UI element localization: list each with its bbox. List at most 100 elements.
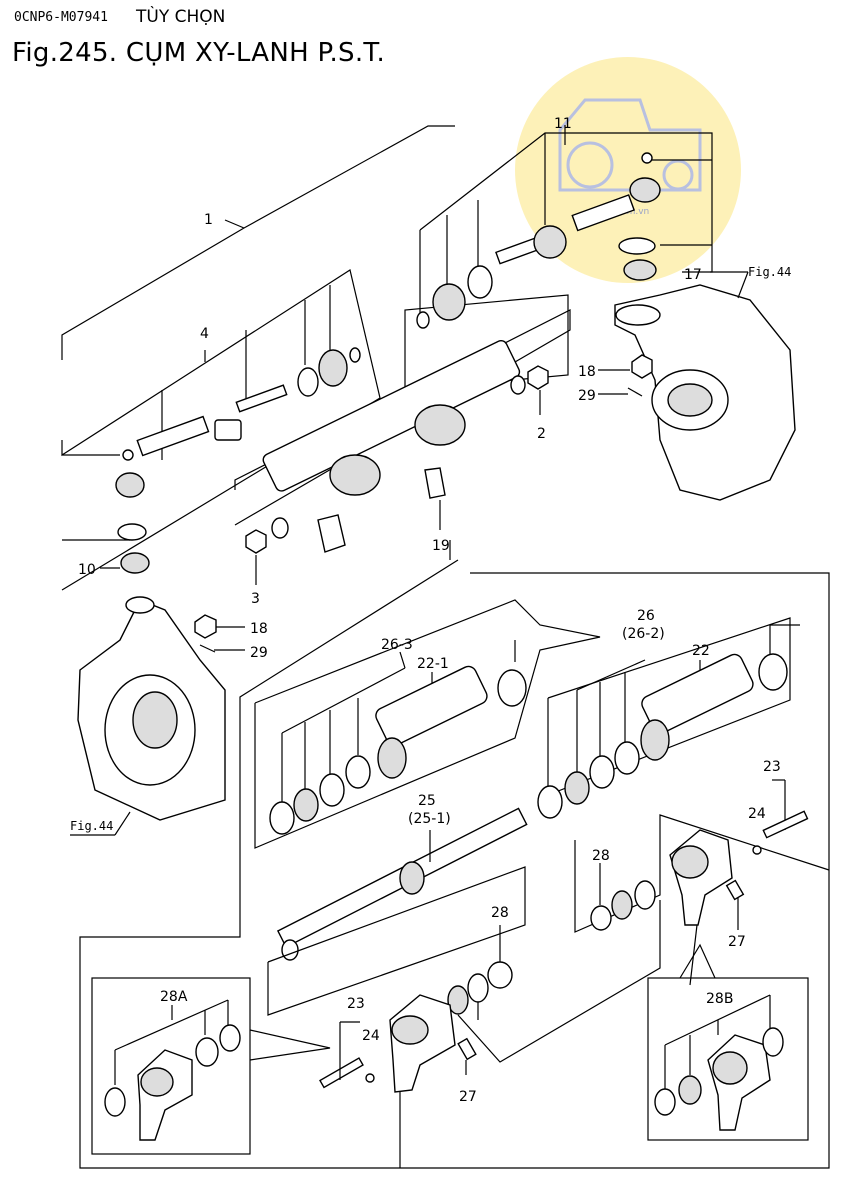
rod-25 bbox=[276, 807, 528, 961]
callout-25: 25 bbox=[418, 793, 436, 809]
callout-26-2: (26-2) bbox=[622, 626, 665, 642]
washer-24-lower bbox=[365, 1073, 375, 1083]
small-ring-11a bbox=[416, 311, 430, 329]
callout-10: 10 bbox=[78, 562, 96, 578]
bracket-right bbox=[424, 467, 446, 499]
seal-26d bbox=[614, 741, 640, 775]
tube-22-1 bbox=[375, 665, 488, 746]
page-title: Fig.245. CỤM XY-LANH P.S.T. bbox=[12, 38, 386, 68]
bolt-23-lower bbox=[319, 1057, 364, 1089]
box-28B bbox=[647, 943, 809, 1141]
seal-26-3a bbox=[269, 801, 295, 835]
box-28-lower bbox=[267, 866, 661, 1063]
pin-27-upper bbox=[725, 879, 745, 901]
assembly-1-leader bbox=[61, 125, 455, 360]
tie-rod-tube-right bbox=[571, 194, 636, 232]
bracket-28A bbox=[137, 1049, 193, 1141]
bracket-lower bbox=[389, 994, 456, 1093]
callout-28-lower: 28 bbox=[491, 905, 509, 921]
seal-lower-a bbox=[467, 973, 489, 1003]
seal-28B-b bbox=[762, 1027, 784, 1057]
fig-ref-right: Fig.44 bbox=[748, 265, 791, 279]
bolt-23-upper bbox=[762, 810, 809, 839]
bushing-28A bbox=[219, 1024, 241, 1052]
cylinder-body bbox=[262, 339, 521, 492]
callout-leaders bbox=[70, 271, 749, 836]
callout-26-3: 26-3 bbox=[381, 637, 413, 653]
callout-4: 4 bbox=[200, 326, 209, 342]
fig-ref-left: Fig.44 bbox=[70, 819, 113, 833]
piston bbox=[399, 861, 425, 895]
tie-rod-thread-left bbox=[235, 384, 288, 413]
callout-22: 22 bbox=[692, 643, 710, 659]
callout-25-1: (25-1) bbox=[408, 811, 451, 827]
callout-17: 17 bbox=[684, 267, 702, 283]
seal-28A-a bbox=[104, 1087, 126, 1117]
right-knuckle-housing bbox=[614, 284, 796, 501]
seal-26b bbox=[564, 771, 590, 805]
rod-end-right bbox=[510, 375, 526, 395]
callout-26: 26 bbox=[637, 608, 655, 624]
o-ring-4a bbox=[297, 367, 319, 397]
bracket-28A-bore bbox=[140, 1067, 174, 1097]
washer-24-upper bbox=[752, 845, 762, 855]
tie-rod-nut-left bbox=[214, 419, 242, 441]
bushing-28-upper bbox=[590, 905, 612, 931]
watermark-tractor-icon bbox=[558, 98, 702, 192]
seal-26c bbox=[589, 755, 615, 789]
box-26 bbox=[537, 617, 800, 819]
option-label: TÙY CHỌN bbox=[136, 7, 226, 27]
bracket-upper bbox=[669, 829, 733, 926]
callout-28B: 28B bbox=[706, 991, 733, 1007]
watermark-wheel-small-icon bbox=[662, 159, 694, 191]
bushing-28-lower bbox=[487, 961, 513, 989]
rod-end-25 bbox=[281, 939, 299, 961]
right-tie-rod-assembly bbox=[416, 152, 661, 329]
grease-nipple-right bbox=[641, 152, 653, 164]
small-ring-4c bbox=[349, 347, 361, 363]
pin-27-lower bbox=[457, 1037, 477, 1061]
detail-outline bbox=[79, 559, 830, 1169]
tube-22-1-end bbox=[377, 737, 407, 779]
left-tie-rod-assembly bbox=[115, 347, 361, 574]
seal-26-3b bbox=[293, 788, 319, 822]
bracket-28B bbox=[707, 1034, 771, 1131]
o-ring-left bbox=[117, 523, 147, 541]
seal-11b bbox=[432, 283, 466, 321]
cylinder-end-left bbox=[329, 454, 381, 496]
upper-right-bracket-assembly bbox=[574, 779, 830, 986]
callout-18-right: 18 bbox=[578, 364, 596, 380]
seal-upper-b bbox=[634, 880, 656, 910]
callout-28A: 28A bbox=[160, 989, 188, 1005]
tube-22 bbox=[641, 653, 754, 734]
ball-joint-right bbox=[629, 177, 661, 203]
tube-22-end bbox=[640, 719, 670, 761]
seal-28B-a bbox=[678, 1075, 702, 1105]
callout-29-right: 29 bbox=[578, 388, 596, 404]
callout-18-left: 18 bbox=[250, 621, 268, 637]
bracket-lower-bore bbox=[391, 1015, 429, 1045]
callout-1: 1 bbox=[204, 212, 213, 228]
box-28A bbox=[91, 977, 331, 1155]
callout-22-1: 22-1 bbox=[417, 656, 449, 672]
callout-11: 11 bbox=[554, 116, 572, 132]
tie-rod-tube-left bbox=[136, 415, 210, 457]
box-26-3 bbox=[254, 599, 601, 849]
callout-23-lower: 23 bbox=[347, 996, 365, 1012]
o-ring-11c bbox=[467, 265, 493, 299]
seal-4b bbox=[318, 349, 348, 387]
callout-24-upper: 24 bbox=[748, 806, 766, 822]
seal-26a bbox=[537, 785, 563, 819]
left-nut-18 bbox=[194, 614, 217, 653]
bracket-28B-bore bbox=[712, 1051, 748, 1085]
bracket-left bbox=[317, 514, 346, 553]
seal-lower-b bbox=[447, 985, 469, 1015]
callout-2: 2 bbox=[537, 426, 546, 442]
bushing-28B bbox=[654, 1088, 676, 1116]
ball-joint-left bbox=[115, 472, 145, 498]
seal-28A-b bbox=[195, 1037, 219, 1067]
seal-26-3d bbox=[345, 755, 371, 789]
callout-24-lower: 24 bbox=[362, 1028, 380, 1044]
grease-nipple-left bbox=[122, 449, 134, 461]
